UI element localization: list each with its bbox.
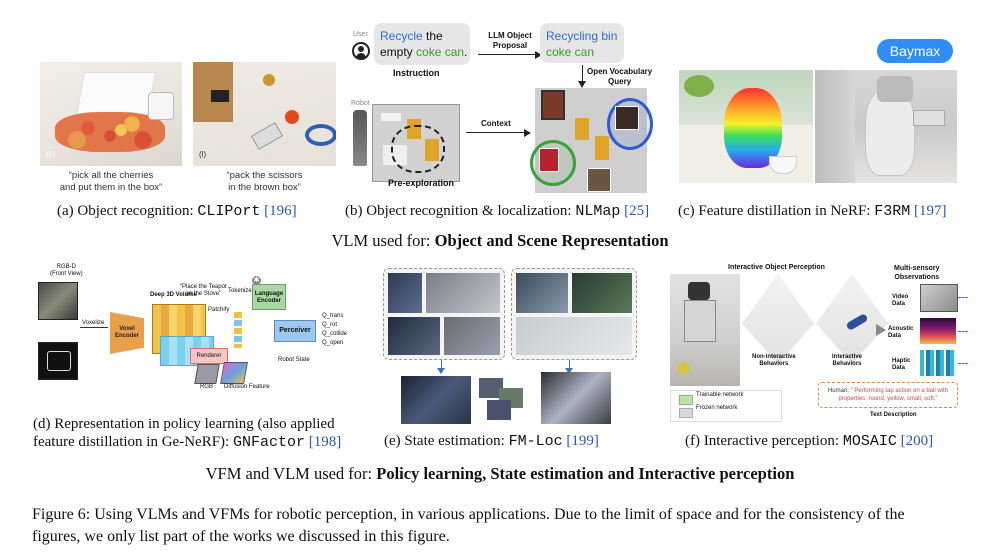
rgbd-label: RGB-D(Front View)	[50, 264, 83, 277]
query-arrow	[582, 65, 583, 83]
perceiver-box: Perceiver	[274, 320, 316, 342]
video-data-image	[920, 284, 958, 312]
rgb-render	[194, 364, 220, 384]
diffusion-feature-label: Diffusion Feature	[224, 384, 270, 390]
context-arrow	[466, 132, 526, 133]
caption-f: (f) Interactive perception: MOSAIC [200]	[685, 433, 934, 450]
rgb-label: RGB	[200, 384, 214, 390]
caption-d: (d) Representation in policy learning (a…	[33, 416, 342, 451]
row1-title: VLM used for: Object and Scene Represent…	[331, 231, 669, 250]
deep-3d-volume-label: Deep 3D Volume	[150, 292, 197, 298]
figure-caption: Figure 6: Using VLMs and VFMs for roboti…	[32, 506, 905, 545]
human-text-box: Human: “ Performing tap action on a ball…	[818, 382, 958, 408]
robot-icon	[353, 110, 367, 166]
map-result	[530, 88, 653, 193]
renderer-box: Renderer	[190, 348, 228, 364]
caption-a: (a) Object recognition: CLIPort [196]	[57, 203, 297, 220]
pre-exploration-label: Pre-exploration	[388, 178, 455, 188]
robot-photo	[670, 274, 740, 386]
cliport-quote-1: “pick all the cherries and put them in t…	[59, 170, 163, 193]
arrow-to-observations	[876, 324, 886, 336]
cliport-image-scissors: (l)	[193, 62, 336, 166]
legend-frozen: Frozen network	[696, 405, 738, 411]
cliport-label-k: (k)	[46, 150, 56, 159]
llm-arrow	[478, 54, 538, 55]
tokens-column	[234, 312, 242, 348]
acoustic-data-image	[920, 318, 956, 344]
interactive-object-perception-title: Interactive Object Perception	[728, 264, 825, 271]
query-frame-image	[401, 376, 471, 424]
user-instruction-bubble: Recycle the empty coke can.	[374, 23, 470, 65]
robot-state-label: Robot State	[278, 357, 310, 363]
caption-b: (b) Object recognition & localization: N…	[345, 203, 650, 220]
user-icon	[352, 42, 370, 60]
cliport-quote-2: “pack the scissors in the brown box”	[226, 170, 303, 193]
database-frame-image	[541, 372, 611, 424]
row2-title: VFM and VLM used for: Policy learning, S…	[205, 464, 795, 483]
map-pre-exploration	[372, 104, 460, 182]
non-interactive-diagram	[742, 274, 814, 364]
f3rm-image-feature-field	[679, 70, 813, 183]
rgbd-image-2	[38, 342, 78, 380]
legend-box	[670, 390, 782, 422]
instruction-label: Instruction	[393, 68, 440, 78]
cliport-label-l: (l)	[199, 150, 207, 159]
caption-c: (c) Feature distillation in NeRF: F3RM […	[678, 203, 947, 220]
f3rm-image-robot-grasp	[815, 70, 957, 183]
robot-label: Robot	[351, 100, 370, 107]
user-label: User	[353, 31, 368, 38]
voxelize-label: Voxelize	[82, 320, 105, 326]
mosaic-panel: Interactive Object Perception Multi-sens…	[670, 262, 970, 427]
haptic-data-image	[920, 350, 956, 376]
nlmap-panel: User Recycle the empty coke can. Instruc…	[340, 18, 660, 193]
q-outputs: Q_trans Q_rot Q_collide Q_open	[322, 313, 348, 346]
database-set-frame	[511, 268, 637, 360]
fm-loc-panel	[383, 268, 655, 428]
frozen-snowflake-icon: ✱	[252, 276, 261, 285]
diffusion-feature-render	[220, 362, 248, 384]
text-description-label: Text Description	[870, 412, 917, 418]
proposal-bubble: Recycling bin coke can	[540, 23, 624, 63]
trajectory-frame-1	[479, 378, 503, 398]
tokenize-label: Tokenize	[228, 288, 252, 294]
legend-trainable: Trainable network	[696, 392, 744, 398]
trajectory-frame-3	[487, 400, 511, 420]
query-set-frame	[383, 268, 505, 360]
baymax-bubble: Baymax	[877, 39, 953, 63]
caption-e: (e) State estimation: FM-Loc [199]	[384, 433, 599, 450]
cliport-image-cherries: (k)	[40, 62, 182, 166]
context-label: Context	[481, 119, 511, 128]
rgbd-image-1	[38, 282, 78, 320]
patchify-label: Patchify	[208, 307, 230, 313]
